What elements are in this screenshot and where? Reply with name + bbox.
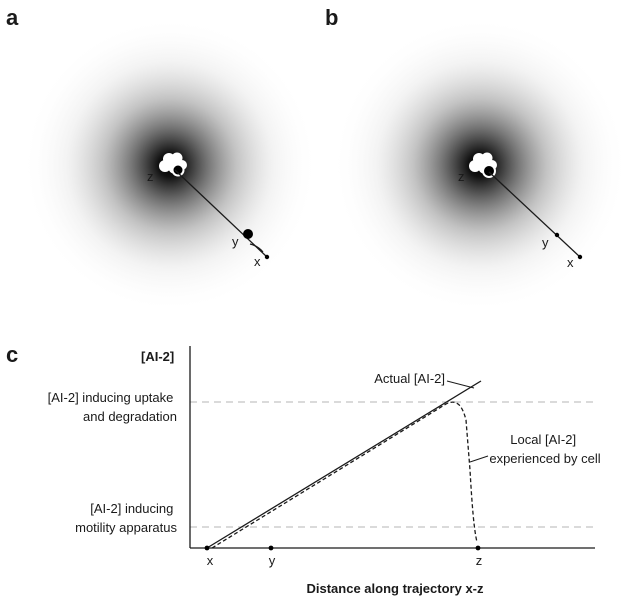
- threshold-label-motility-line1: [AI-2] inducing: [90, 501, 173, 516]
- panel-a-cell-cluster: [159, 152, 187, 177]
- panel-a-cell-at-y: [243, 229, 253, 239]
- panel-a-label-x: x: [254, 254, 261, 269]
- local-ai2-label-line2: experienced by cell: [489, 451, 600, 466]
- panel-b-cell-cluster: [469, 152, 497, 178]
- panel-a-swim-arrow: [249, 243, 264, 253]
- threshold-label-uptake: [AI-2] inducing uptake and degradation: [48, 390, 177, 424]
- tick-label-x: x: [207, 553, 214, 568]
- panel-a: a z y x: [6, 5, 318, 313]
- panel-b-label-z: z: [458, 169, 465, 184]
- panel-c-letter: c: [6, 342, 18, 367]
- tick-y-marker: [268, 545, 274, 551]
- threshold-label-motility: [AI-2] inducing motility apparatus: [75, 501, 177, 535]
- actual-ai2-line: [206, 380, 482, 549]
- panel-a-point-x: [264, 254, 270, 260]
- local-ai2-leader: [469, 455, 489, 463]
- actual-ai2-label: Actual [AI-2]: [374, 371, 445, 386]
- panel-b-label-y: y: [542, 235, 549, 250]
- panel-c: c [AI-2] [AI-2] inducing uptake and degr…: [6, 342, 601, 596]
- panel-c-y-axis-label: [AI-2]: [141, 349, 174, 364]
- threshold-label-uptake-line2: and degradation: [83, 409, 177, 424]
- tick-z-marker: [475, 545, 481, 551]
- panel-a-label-y: y: [232, 234, 239, 249]
- panel-a-label-z: z: [147, 169, 154, 184]
- panel-a-trajectory: [174, 169, 268, 258]
- threshold-label-uptake-line1: [AI-2] inducing uptake: [48, 390, 174, 405]
- actual-ai2-leader: [446, 380, 475, 389]
- panel-b: b z y x: [325, 5, 628, 313]
- panel-b-trajectory: [488, 171, 581, 258]
- panel-b-label-x: x: [567, 255, 574, 270]
- local-ai2-label-line1: Local [AI-2]: [510, 432, 576, 447]
- tick-x-marker: [204, 545, 210, 551]
- panel-b-point-x: [577, 254, 583, 260]
- local-ai2-curve: [211, 401, 478, 549]
- panel-b-point-y: [554, 232, 560, 238]
- threshold-label-motility-line2: motility apparatus: [75, 520, 177, 535]
- panel-a-letter: a: [6, 5, 19, 30]
- local-ai2-label: Local [AI-2] experienced by cell: [489, 432, 600, 466]
- panel-b-letter: b: [325, 5, 338, 30]
- x-axis-title: Distance along trajectory x-z: [307, 581, 484, 596]
- tick-label-z: z: [476, 553, 483, 568]
- tick-label-y: y: [269, 553, 276, 568]
